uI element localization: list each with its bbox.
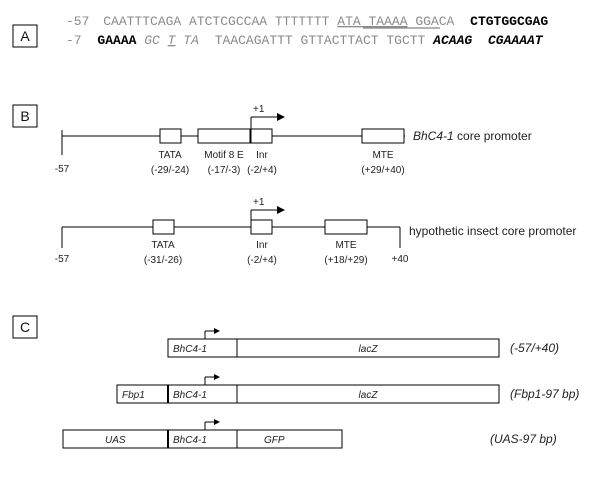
promoter-1-motif8e-box <box>197 128 251 144</box>
sequence-line-1: -57 CAATTTCAGA ATCTCGCCAA TTTTTTT ATA TA… <box>66 14 548 29</box>
promoter-1-inr-box <box>250 128 273 144</box>
promoter-1-motif8e-range: (-17/-3) <box>208 165 241 176</box>
promoter-2-tss-arrow-icon <box>277 206 285 214</box>
promoter-2-inr-box <box>250 219 273 235</box>
panel-a-label: A <box>20 28 30 44</box>
promoter-1-tata-range: (-29/-24) <box>151 165 189 176</box>
seq1-bold: CTGTGGCGAG <box>470 14 548 29</box>
construct-3-segment-uas: UAS <box>105 435 126 446</box>
seq2-italic-2: TA <box>183 33 199 48</box>
promoter-1-inr-label: Inr <box>256 150 268 161</box>
construct-1: BhC4-1 lacZ (-57/+40) <box>167 328 559 358</box>
construct-2: Fbp1 BhC4-1 lacZ (Fbp1-97 bp) <box>116 374 579 404</box>
promoter-1-mte-box <box>361 128 405 144</box>
promoter-2-diagram: -57 +40 TATA (-31/-26) Inr (-2/+4) +1 MT… <box>55 197 577 266</box>
seq2-position: -7 <box>66 33 82 48</box>
construct-2-segment-lacz: lacZ <box>359 390 379 401</box>
seq1-plain-2: GGACA <box>415 14 454 29</box>
construct-3-tss-arrow-icon <box>214 419 220 425</box>
promoter-1-caption-italic: BhC4-1 <box>413 129 454 143</box>
construct-2-segment-fbp1: Fbp1 <box>122 390 145 401</box>
seq1-tata-box: ATA TAAAA <box>337 14 407 29</box>
seq1-position: -57 <box>66 14 89 29</box>
promoter-2-tata-range: (-31/-26) <box>144 255 182 266</box>
panel-a-box <box>12 24 38 48</box>
promoter-2-start-label: -57 <box>55 254 70 265</box>
promoter-2-tata-label: TATA <box>151 240 175 251</box>
promoter-1-tss-label: +1 <box>253 104 265 115</box>
construct-1-segment-lacz: lacZ <box>359 344 379 355</box>
construct-3-segment-gfp: GFP <box>264 435 285 446</box>
promoter-2-end-label: +40 <box>392 254 409 265</box>
construct-3: UAS BhC4-1 GFP (UAS-97 bp) <box>62 419 557 449</box>
construct-2-outline <box>116 384 500 404</box>
panel-c-label: C <box>20 319 30 335</box>
seq2-bold-1: GAAAA <box>97 33 136 48</box>
construct-3-outline <box>62 429 343 449</box>
promoter-1-tata-box <box>159 128 182 144</box>
construct-1-label: (-57/+40) <box>510 341 559 355</box>
seq2-italic-1: GC <box>144 33 160 48</box>
construct-2-tss-arrow-icon <box>214 374 220 380</box>
promoter-2-mte-label: MTE <box>335 240 356 251</box>
promoter-1-mte-range: (+29/+40) <box>361 165 404 176</box>
promoter-1-tss-arrow-icon <box>277 113 285 121</box>
promoter-1-caption-rest: core promoter <box>454 129 532 143</box>
promoter-2-mte-box <box>324 219 368 235</box>
seq2-italic-underlined: T <box>168 33 177 48</box>
promoter-2-inr-range: (-2/+4) <box>247 255 277 266</box>
promoter-1-motif8e-label: Motif 8 E <box>204 150 244 161</box>
construct-3-label: (UAS-97 bp) <box>490 432 557 446</box>
promoter-1-inr-range: (-2/+4) <box>247 165 277 176</box>
seq2-plain: TAACAGATTT GTTACTTACT TGCTT <box>215 33 426 48</box>
promoter-2-mte-range: (+18/+29) <box>324 255 367 266</box>
promoter-2-caption: hypothetic insect core promoter <box>409 224 576 238</box>
construct-3-segment-bhc4-1: BhC4-1 <box>173 435 207 446</box>
panel-b-label: B <box>20 108 29 124</box>
construct-1-outline <box>167 338 500 358</box>
seq2-bold-italic-1: ACAAG <box>432 33 472 48</box>
construct-1-segment-bhc4-1: BhC4-1 <box>173 344 207 355</box>
seq2-bold-italic-2: CGAAAAT <box>488 33 544 48</box>
construct-2-segment-bhc4-1: BhC4-1 <box>173 390 207 401</box>
construct-1-tss-arrow-icon <box>214 328 220 334</box>
promoter-1-mte-label: MTE <box>372 150 393 161</box>
construct-2-label: (Fbp1-97 bp) <box>510 387 579 401</box>
seq1-plain-1: CAATTTCAGA ATCTCGCCAA TTTTTTT <box>103 14 329 29</box>
promoter-1-diagram: -57 TATA (-29/-24) Motif 8 E (-17/-3) In… <box>55 104 532 176</box>
promoter-1-caption: BhC4-1 core promoter <box>413 129 532 143</box>
promoter-1-tata-label: TATA <box>158 150 182 161</box>
promoter-2-tata-box <box>152 219 175 235</box>
promoter-2-inr-label: Inr <box>256 240 268 251</box>
sequence-line-2: -7 GAAAA GC T TA TAACAGATTT GTTACTTACT T… <box>66 33 544 48</box>
panel-b-box <box>12 104 38 128</box>
promoter-2-tss-label: +1 <box>253 197 265 208</box>
panel-c-box <box>12 315 38 339</box>
promoter-1-start-label: -57 <box>55 164 70 175</box>
